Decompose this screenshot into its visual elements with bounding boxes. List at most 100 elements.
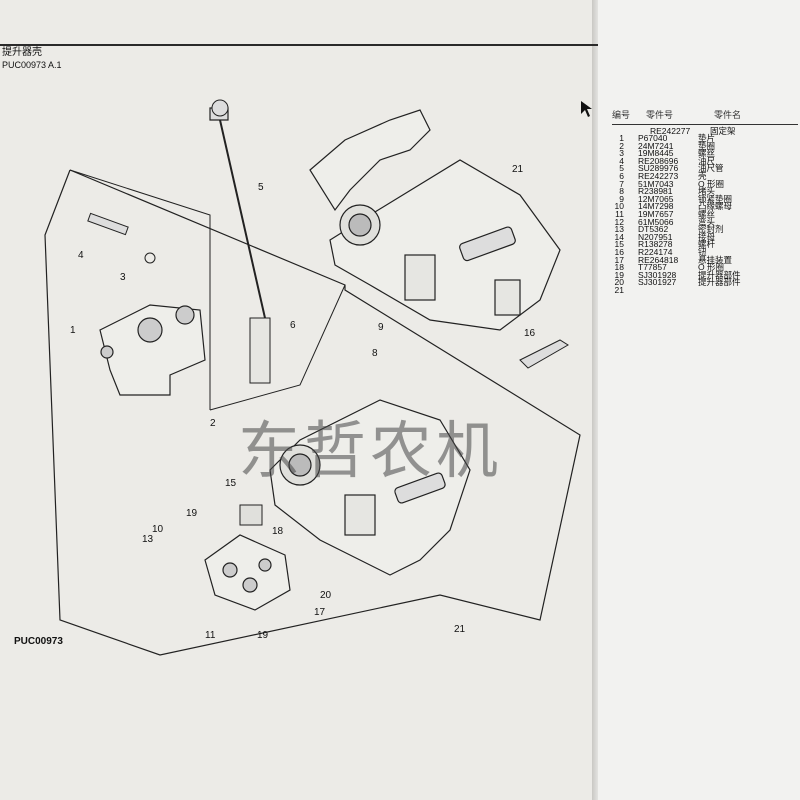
bracket-1: [99, 304, 206, 396]
callout-1: 1: [70, 325, 76, 336]
part-name: O 形圈: [698, 262, 724, 273]
fitting-13: [239, 504, 263, 526]
part-number: R224174: [638, 246, 673, 257]
sub-frame-line-2: [69, 169, 211, 410]
item-number: 8: [619, 186, 624, 197]
header-rule: [0, 44, 598, 46]
housing-20: [209, 107, 561, 331]
table-row: 12 61M5066 弯头: [612, 216, 798, 227]
item-number: 1: [619, 133, 624, 143]
item-number: 11: [615, 208, 624, 219]
callout-11: 11: [205, 630, 216, 641]
document-code: PUC00973 A.1: [2, 60, 62, 70]
callout-3: 3: [120, 272, 126, 283]
item-number: 2: [619, 140, 624, 151]
valve-block-18: [204, 534, 291, 611]
part-name: 螺丝: [698, 208, 716, 219]
part-name: [698, 287, 758, 295]
item-number: 18: [614, 262, 624, 273]
part-number: [638, 287, 698, 295]
part-name: 固定架: [710, 126, 736, 136]
part-number: R238981: [638, 186, 673, 197]
item-number: 5: [619, 163, 624, 174]
part-name: 弯头: [698, 216, 716, 227]
table-rule: [612, 124, 798, 125]
item-number: 13: [614, 224, 624, 235]
callout-15: 17: [314, 607, 326, 618]
item-number: 20: [614, 277, 624, 288]
col-header-no: 编号: [612, 110, 631, 120]
callout-21: 21: [454, 624, 466, 635]
part-name: 壳: [698, 170, 707, 181]
part-name: 钮: [698, 246, 707, 257]
part-number: 14M7298: [638, 201, 674, 212]
exploded-parts-diagram: 21 5 4 3 1 6 9 8 16 2 15 19 10 13 18 20 …: [44, 99, 581, 656]
part-name: 堵头: [698, 186, 716, 197]
part-number: RE264818: [638, 254, 679, 265]
part-number: N207951: [638, 231, 673, 242]
callout-4: 4: [78, 250, 84, 261]
watermark-text: 东哲农机: [238, 414, 503, 487]
item-number: 9: [619, 193, 624, 204]
part-name: 悬挂装置: [698, 254, 733, 265]
callout-16: 18: [272, 526, 284, 537]
part-name: 垫片: [698, 133, 716, 143]
part-number: RE208696: [638, 155, 679, 166]
table-row-pre: RE242277 固定架: [612, 126, 798, 136]
callout-8: 8: [372, 348, 378, 359]
part-number: 61M5066: [638, 216, 674, 227]
part-number: RE242277: [650, 126, 691, 136]
table-row: 2 24M7241 垫圈: [612, 140, 798, 151]
part-name: 油尺管: [698, 163, 724, 174]
part-number: 19M7657: [638, 208, 674, 219]
part-name: 凸缘螺母: [698, 201, 733, 212]
parts-table-header: 编号 零件号 零件名: [612, 108, 798, 122]
callout-19: 20: [320, 590, 332, 601]
item-number: 4: [619, 155, 624, 166]
callout-18: 19: [257, 630, 269, 641]
callout-12: 13: [142, 534, 154, 545]
part-name: 提升器部件: [698, 269, 741, 280]
part-number: 24M7241: [638, 140, 674, 151]
part-name: O 形圈: [698, 178, 724, 189]
callout-5: 5: [258, 182, 264, 193]
table-row: 19 SJ301928 提升器部件: [612, 269, 798, 280]
part-number: SJ301928: [638, 269, 677, 280]
part-name: 接母: [698, 231, 716, 242]
part-number: SJ301927: [638, 277, 677, 288]
figure-code: PUC00973: [14, 636, 63, 647]
callout-14: 16: [524, 328, 536, 339]
item-number: 10: [614, 201, 624, 212]
item-number: 12: [614, 216, 624, 227]
left-page: [0, 0, 602, 800]
table-row: 8 R238981 堵头: [612, 186, 798, 197]
callout-6: 6: [290, 320, 296, 331]
dipstick-tube-6: [249, 317, 271, 384]
part-number: 19M8445: [638, 148, 674, 159]
part-name: 垫圈: [698, 140, 716, 151]
part-number: RE242273: [638, 170, 679, 181]
sub-frame-line: [209, 284, 346, 411]
col-header-part-no: 零件号: [646, 110, 674, 120]
dipstick-line: [219, 119, 266, 319]
part-number: DT5362: [638, 224, 669, 235]
dipstick-handle: [211, 99, 229, 117]
right-page: [598, 0, 800, 800]
table-row: 21: [612, 284, 798, 295]
item-number: 21: [614, 284, 624, 295]
item-number: 7: [619, 178, 624, 189]
table-row: 10 14M7298 凸缘螺母: [612, 201, 798, 212]
part-number: R138278: [638, 239, 673, 250]
item-number: 19: [614, 269, 624, 280]
